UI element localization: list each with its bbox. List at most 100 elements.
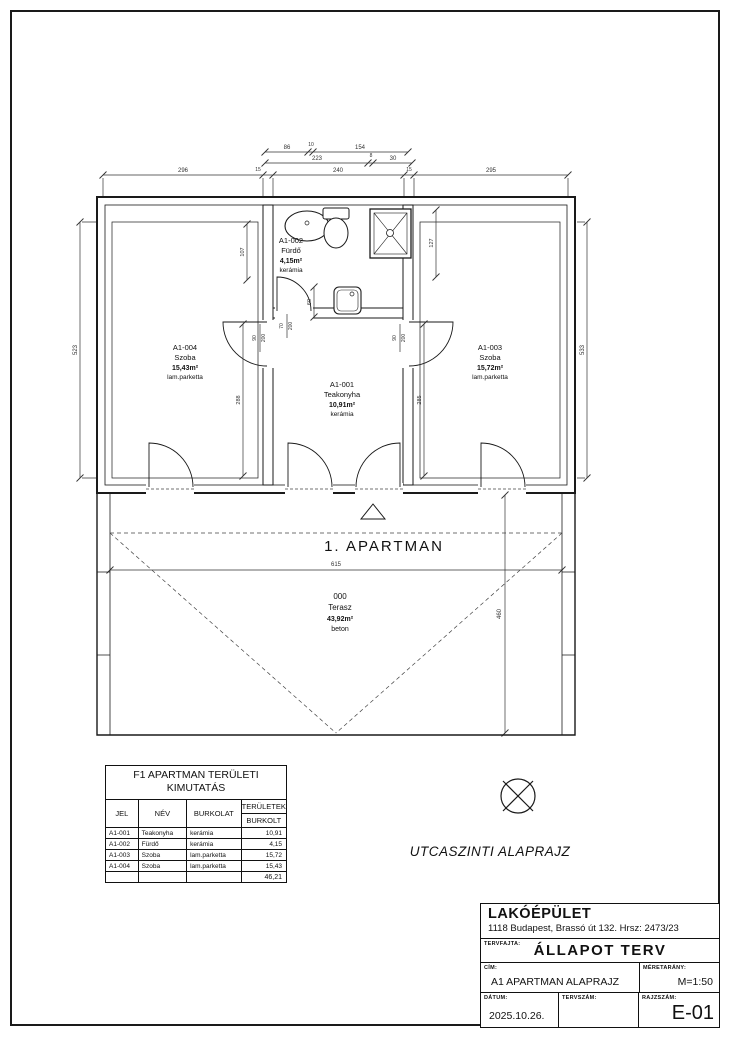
dim-door-r-h: 200 <box>401 334 407 343</box>
drawing-caption: UTCASZINTI ALAPRAJZ <box>410 844 571 859</box>
svg-text:000: 000 <box>333 592 347 601</box>
title-block-bottom: DÁTUM: 2025.10.26. TERVSZÁM: RAJZSZÁM: E… <box>481 993 719 1027</box>
drawing-title-cell: CÍM: A1 APARTMAN ALAPRAJZ <box>481 963 640 992</box>
room-label-furdo: A1-002 Fürdő 4,15m² kerámia <box>279 236 303 274</box>
dim-30: 30 <box>390 156 397 162</box>
terrace: 1. APARTMAN 000 Terasz 43,92m² beton <box>96 493 576 736</box>
svg-text:15,72m²: 15,72m² <box>477 365 504 372</box>
svg-text:10,91m²: 10,91m² <box>329 402 356 409</box>
dim-288: 288 <box>236 395 242 404</box>
bathroom-fixtures <box>284 207 412 315</box>
svg-text:lam.parketta: lam.parketta <box>167 374 203 381</box>
svg-text:A1-004: A1-004 <box>173 343 197 352</box>
title-block: LAKÓÉPÜLET 1118 Budapest, Brassó út 132.… <box>480 903 720 1028</box>
rajzszam-label: RAJZSZÁM: <box>642 995 677 1001</box>
terrace-dashed-lines <box>109 532 563 734</box>
toilet-bowl-icon <box>323 217 349 249</box>
svg-text:Teakonyha: Teakonyha <box>324 390 361 399</box>
svg-text:15,43m²: 15,43m² <box>172 365 199 372</box>
svg-text:kerámia: kerámia <box>330 411 354 418</box>
door-swings <box>148 276 526 488</box>
room-labels: A1-004 Szoba 15,43m² lam.parketta A1-001… <box>167 236 508 418</box>
tervfajta-label: TERVFAJTA: <box>484 941 521 947</box>
dim-295: 295 <box>486 168 497 174</box>
dim-523: 523 <box>73 344 79 355</box>
dim-door-bath-h: 200 <box>288 322 294 331</box>
col-header-teruletek: TERÜLETEK BURKOLT <box>241 802 286 826</box>
extension-lines <box>82 178 585 479</box>
table-total-row: 46,21 <box>106 872 286 883</box>
dim-240: 240 <box>333 168 344 174</box>
dim-door-bath-w: 70 <box>279 323 285 329</box>
dim-223: 223 <box>312 156 323 162</box>
title-block-plan-type: TERVFAJTA: ÁLLAPOT TERV <box>481 939 719 963</box>
date-cell: DÁTUM: 2025.10.26. <box>481 993 559 1027</box>
dim-door-r-w: 90 <box>392 335 398 341</box>
plan-type: ÁLLAPOT TERV <box>533 942 667 959</box>
terrace-label: 000 Terasz 43,92m² beton <box>327 592 354 633</box>
dim-296: 296 <box>178 168 189 174</box>
meretarany-label: MÉRETARÁNY: <box>643 965 687 971</box>
svg-text:Terasz: Terasz <box>328 603 352 612</box>
dim-107: 107 <box>240 247 246 256</box>
col-header-nev: NÉV <box>139 800 188 828</box>
dim-285: 285 <box>417 395 423 404</box>
area-table-title: F1 APARTMAN TERÜLETI KIMUTATÁS <box>106 766 286 801</box>
dim-10: 10 <box>308 142 314 148</box>
toilet-tank-icon <box>322 207 350 220</box>
scale-value: M=1:50 <box>677 976 713 988</box>
tervszam-label: TERVSZÁM: <box>562 995 597 1001</box>
page-border <box>10 10 720 1026</box>
col-header-burkolat: BURKOLAT <box>187 800 242 828</box>
col-header-jel: JEL <box>106 800 139 828</box>
sheet-number-cell: RAJZSZÁM: E-01 <box>639 993 719 1027</box>
dim-533: 533 <box>580 344 586 355</box>
svg-text:beton: beton <box>331 626 349 633</box>
title-block-project: LAKÓÉPÜLET 1118 Budapest, Brassó út 132.… <box>481 904 719 939</box>
drawing-title: A1 APARTMAN ALAPRAJZ <box>491 976 619 988</box>
table-row: A1-003 Szoba lam.parketta 15,72 <box>106 850 286 862</box>
svg-text:Szoba: Szoba <box>479 353 501 362</box>
dim-8: 8 <box>370 153 373 159</box>
dim-127: 127 <box>429 238 435 247</box>
svg-text:A1-001: A1-001 <box>330 380 354 389</box>
title-block-title-scale: CÍM: A1 APARTMAN ALAPRAJZ MÉRETARÁNY: M=… <box>481 963 719 993</box>
datum-label: DÁTUM: <box>484 995 508 1001</box>
room-label-teakonyha: A1-001 Teakonyha 10,91m² kerámia <box>324 380 361 418</box>
plan-number-cell: TERVSZÁM: <box>559 993 639 1027</box>
dim-615: 615 <box>331 562 342 568</box>
dim-door-l-w: 90 <box>252 335 258 341</box>
dim-15a: 15 <box>255 167 261 173</box>
table-total-value: 46,21 <box>264 873 282 881</box>
dim-door-l-h: 200 <box>261 334 267 343</box>
svg-text:A1-003: A1-003 <box>478 343 502 352</box>
dim-86: 86 <box>284 145 291 151</box>
svg-text:kerámia: kerámia <box>279 267 303 274</box>
table-row: A1-002 Fürdő kerámia 4,15 <box>106 839 286 851</box>
sheet-number: E-01 <box>671 1002 714 1024</box>
entrance-triangle-icon <box>359 503 387 520</box>
dim-60: 60 <box>307 299 313 305</box>
dimension-texts: 86 10 154 223 8 30 296 15 240 15 295 523… <box>73 142 586 619</box>
scale-cell: MÉRETARÁNY: M=1:50 <box>640 963 719 992</box>
dimension-lines <box>76 148 591 737</box>
building-name: LAKÓÉPÜLET <box>488 906 592 922</box>
svg-text:4,15m²: 4,15m² <box>280 258 303 265</box>
dim-460: 460 <box>497 608 503 619</box>
svg-text:A1-002: A1-002 <box>279 236 303 245</box>
dim-15b: 15 <box>406 167 412 173</box>
table-row: A1-001 Teakonyha kerámia 10,91 <box>106 828 286 840</box>
svg-text:Fürdő: Fürdő <box>281 246 301 255</box>
svg-text:lam.parketta: lam.parketta <box>472 374 508 381</box>
building-address: 1118 Budapest, Brassó út 132. Hrsz: 2473… <box>488 923 679 934</box>
location-symbol-icon <box>500 778 536 814</box>
date-value: 2025.10.26. <box>489 1010 545 1022</box>
svg-text:43,92m²: 43,92m² <box>327 616 354 623</box>
door-openings <box>146 306 526 495</box>
cim-label: CÍM: <box>484 965 498 971</box>
area-table: F1 APARTMAN TERÜLETI KIMUTATÁS JEL NÉV B… <box>105 765 287 884</box>
dim-154: 154 <box>355 145 366 151</box>
room-label-szoba-right: A1-003 Szoba 15,72m² lam.parketta <box>472 343 508 381</box>
table-row: A1-004 Szoba lam.parketta 15,43 <box>106 861 286 873</box>
